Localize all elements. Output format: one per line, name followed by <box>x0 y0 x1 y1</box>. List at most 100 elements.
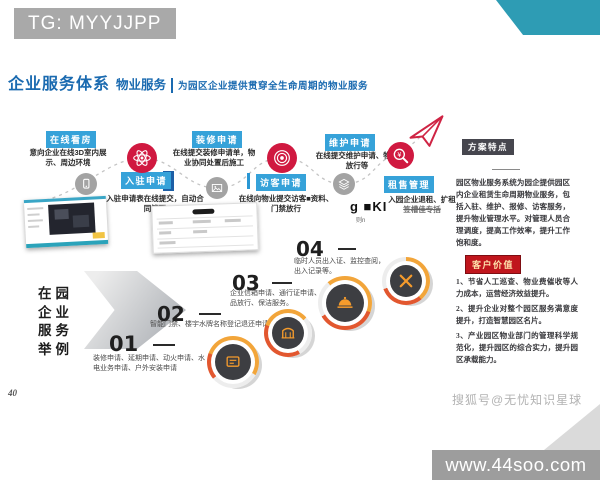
flow-desc-renovation: 在线提交装修申请单，物业协同处置后施工 <box>172 148 256 167</box>
flow-badge-move-in: 入驻申请 <box>121 172 172 189</box>
page-tagline: 为园区企业提供贯穿全生命周期的物业服务 <box>178 81 369 92</box>
value-item-2: 2、提升企业对整个园区服务满意度提升，打造智慧园区名片。 <box>456 303 578 327</box>
value-item-3: 3、产业园区物业部门的管理科学规范化，提升园区的综合实力，提升园区承载能力。 <box>456 330 578 366</box>
form-cell <box>158 221 173 225</box>
step-dash <box>199 313 221 315</box>
examples-heading-line: 在园 <box>38 286 73 301</box>
flow-node-red-3: ¥ <box>387 142 414 169</box>
features-divider <box>492 169 520 170</box>
flow-desc-rent-line1: 入园企业退租、扩租 <box>388 195 456 204</box>
flow-badge-rent-sale: 租售管理 <box>384 176 435 193</box>
milestone-circle-03 <box>318 276 372 330</box>
corner-triangle-decoration <box>544 404 600 450</box>
examples-heading-line: 举例 <box>38 341 73 357</box>
flow-node-gray-2 <box>206 177 228 199</box>
step-dash <box>272 282 292 284</box>
certificate-icon <box>226 356 240 367</box>
form-cell <box>193 229 208 234</box>
page-header: 企业服务体系 物业服务 为园区企业提供贯穿全生命周期的物业服务 <box>8 70 368 94</box>
milestone-circle-01 <box>207 336 259 388</box>
title-divider <box>171 78 174 93</box>
service-bell-icon <box>337 296 353 308</box>
form-cell <box>192 219 211 224</box>
value-item-number: 2、 <box>456 304 469 313</box>
form-cell <box>159 231 172 235</box>
atom-icon <box>133 150 151 166</box>
value-item-text: 提升企业对整个园区服务满意度提升，打造智慧园区名片。 <box>456 304 579 325</box>
step-text-01: 装修申请、延期申请、动火申请、水电业务申请、户外安装申请 <box>93 354 205 372</box>
screenshot-line <box>27 207 44 211</box>
customer-value-badge: 客户价值 <box>465 255 522 274</box>
flow-badge-maintenance: 维护申请 <box>325 134 376 151</box>
examples-heading: 在园 企业 服务 举例 <box>38 285 73 359</box>
page-number: 40 <box>8 388 17 398</box>
customer-value-list: 1、节省人工巡查、物业费催收等人力成本，运营经济效益提升。 2、提升企业对整个园… <box>456 276 578 369</box>
form-row <box>157 235 254 240</box>
sohu-watermark: 搜狐号@无忧知识星球 <box>452 393 583 407</box>
step-dash <box>338 248 356 250</box>
app-screenshot-application-form <box>151 202 259 254</box>
features-badge: 方案特点 <box>462 139 515 155</box>
flow-badge-renovation: 装修申请 <box>192 131 243 148</box>
form-row <box>157 244 254 249</box>
flow-desc-online-viewing: 意向企业在线3D室内展示、周边环境 <box>29 148 107 167</box>
screenshot-yellow-button <box>92 231 105 239</box>
flow-desc-visitor: 在线向物业提交访客■资料、门禁放行 <box>238 194 334 213</box>
flow-node-red-1 <box>127 143 157 173</box>
corner-decoration <box>496 0 600 35</box>
rent-search-icon: ¥ <box>393 148 408 163</box>
page-title: 企业服务体系 <box>8 76 111 93</box>
flow-desc-maintenance: 在线提交维护申请、物品放行等 <box>315 151 399 170</box>
tg-watermark-badge: TG: MYYJJPP <box>14 8 176 39</box>
flow-node-gray-3 <box>333 173 355 195</box>
ring-core <box>272 317 304 349</box>
step-text-03: 企业信箱申请、通行证申请、物品放行、保洁服务。 <box>230 289 328 307</box>
flow-node-gray-1 <box>75 173 97 195</box>
value-item-number: 1、 <box>456 277 469 286</box>
step-number-04: 04 <box>296 237 324 261</box>
flow-desc-rent-sale: 入园企业退租、扩租 签槽佳专括 <box>381 195 463 215</box>
app-screenshot-room-viewer <box>23 195 109 249</box>
flow-node-red-2 <box>267 143 297 173</box>
screenshot-line <box>27 219 43 222</box>
step-dash <box>153 344 175 346</box>
examples-heading-line: 企业 <box>38 304 73 320</box>
site-watermark: www.44soo.com <box>432 450 600 480</box>
form-cell <box>159 241 176 245</box>
value-item-1: 1、节省人工巡查、物业费催收等人力成本，运营经济效益提升。 <box>456 276 578 300</box>
screenshot-footer-bar <box>26 239 109 249</box>
value-item-number: 3、 <box>456 331 469 340</box>
screenshot-line <box>28 225 40 228</box>
flow-badge-visitor: 访客申请 <box>256 174 307 191</box>
step-number-03: 03 <box>232 271 260 295</box>
photo-highlight <box>54 208 69 220</box>
flow-badge-online-viewing: 在线看房 <box>46 131 97 148</box>
step-number-02: 02 <box>157 302 185 326</box>
step-text-02: 智能门禁、楼宇水牌名称登记退还申请 <box>150 320 269 328</box>
ring-core <box>326 284 364 322</box>
ring-core <box>215 344 251 380</box>
screenshot-dark-button <box>192 208 215 215</box>
step-text-04: 临时人员出入证、监控查阅，出入记录等。 <box>294 257 385 275</box>
step-number-01: 01 <box>109 332 139 356</box>
svg-text:¥: ¥ <box>397 150 401 158</box>
gate-icon <box>281 327 295 339</box>
artifact-text: g ■KI <box>350 199 388 214</box>
target-icon <box>274 150 290 166</box>
tools-icon <box>399 274 413 288</box>
materials-icon <box>338 178 350 190</box>
page-subtitle: 物业服务 <box>116 78 167 92</box>
screenshot-line <box>27 213 40 216</box>
form-cell <box>224 218 241 223</box>
examples-heading-line: 服务 <box>38 323 73 338</box>
value-item-text: 节省人工巡查、物业费催收等人力成本，运营经济效益提升。 <box>456 277 579 298</box>
room-photo <box>48 202 96 235</box>
flow-desc-rent-line2: 签槽佳专括 <box>403 205 441 214</box>
paper-plane-icon <box>409 115 444 147</box>
milestone-circle-02 <box>264 309 312 357</box>
value-item-text: 产业园区物业部门的管理科学规范化，提升园区的综合实力，提升园区承载能力。 <box>456 331 579 364</box>
photo-highlight <box>72 214 90 228</box>
ring-core <box>390 265 422 297</box>
flow-badge-bar <box>247 173 250 189</box>
